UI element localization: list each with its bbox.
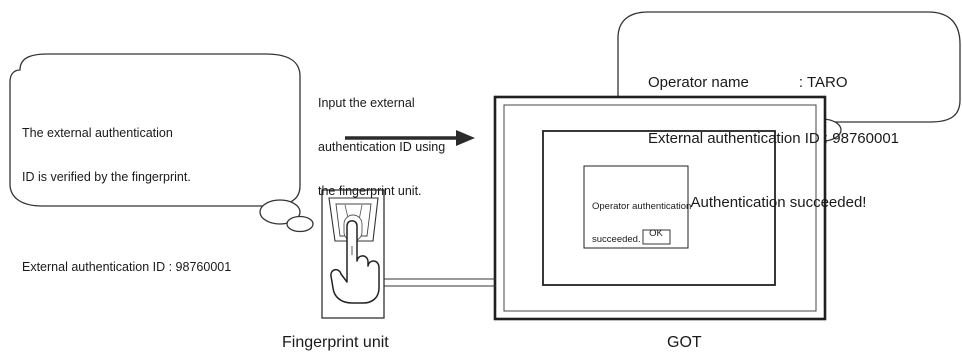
ok-button[interactable]: [642, 229, 671, 245]
got-device: [493, 95, 827, 321]
got-dialog-message: Operator authentication succeeded.: [592, 180, 691, 267]
right-bubble-line-1: Operator name : TARO: [648, 73, 848, 91]
left-speech-bubble: [9, 53, 314, 233]
arrow-label-line-2: authentication ID using: [318, 139, 446, 154]
fingerprint-unit-caption: Fingerprint unit: [282, 334, 389, 351]
right-bubble-line-3: Authentication succeeded!: [690, 194, 867, 211]
arrow-label-line-3: the fingerprint unit.: [318, 184, 422, 198]
input-arrow: [345, 130, 475, 146]
right-bubble-line-2: External authentication ID : 98760001: [648, 129, 900, 147]
got-dialog-line-1: Operator authentication: [592, 200, 692, 212]
connection-cable: [380, 278, 496, 287]
left-bubble-text: The external authentication ID is verifi…: [22, 96, 231, 304]
hand-icon: [330, 220, 380, 304]
ok-button-label[interactable]: OK: [649, 228, 663, 239]
arrow-label: Input the external authentication ID usi…: [318, 66, 445, 228]
got-caption: GOT: [667, 334, 702, 351]
right-bubble-text: Operator name : TARO External authentica…: [648, 36, 899, 250]
left-bubble-line-3: External authentication ID : 98760001: [22, 259, 232, 274]
arrow-label-line-1: Input the external: [318, 95, 415, 110]
left-bubble-line-1: The external authentication: [22, 125, 173, 140]
got-dialog-line-2: succeeded.: [592, 233, 641, 245]
left-bubble-line-2: ID is verified by the fingerprint.: [22, 169, 191, 184]
